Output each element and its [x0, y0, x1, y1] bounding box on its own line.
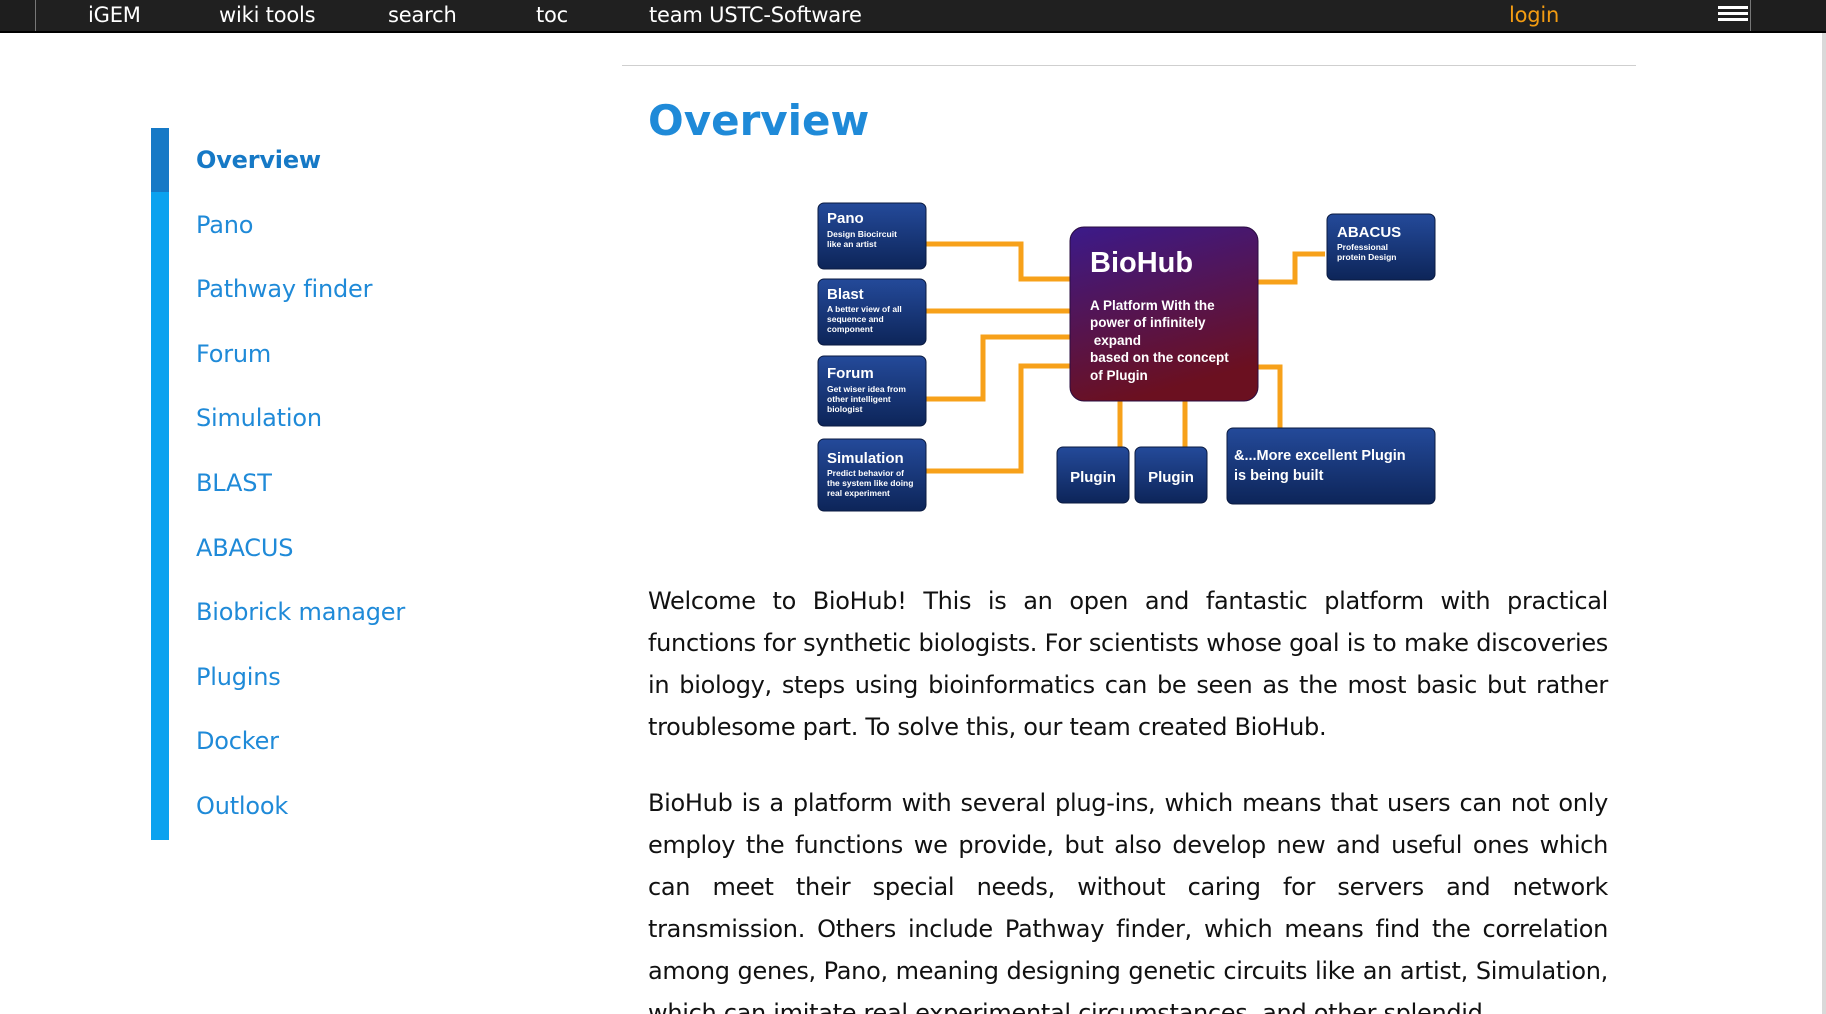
plugin-box-2-label: Plugin: [1148, 469, 1194, 486]
more-plugins-line: is being built: [1234, 468, 1324, 484]
igem-link[interactable]: iGEM: [88, 3, 141, 27]
simulation-box-desc-line: real experiment: [827, 488, 890, 498]
plugin-box-1-label: Plugin: [1070, 469, 1116, 486]
simulation-box-desc-line: Predict behavior of: [827, 468, 904, 478]
connector-lines: [926, 241, 1325, 474]
sidebar-list: Overview Pano Pathway finder Forum Simul…: [196, 128, 405, 839]
abacus-box-title: ABACUS: [1337, 224, 1401, 241]
biohub-center-line: of Plugin: [1090, 368, 1148, 383]
sidebar-item-docker[interactable]: Docker: [196, 727, 279, 756]
pano-box-title: Pano: [827, 210, 864, 227]
more-plugins-line: &...More excellent Plugin: [1234, 448, 1406, 464]
hamburger-menu-icon[interactable]: [1718, 6, 1748, 26]
abacus-box-desc-line: protein Design: [1337, 252, 1397, 262]
blast-box-title: Blast: [827, 286, 864, 303]
sidebar-item-pano[interactable]: Pano: [196, 210, 254, 239]
intro-paragraph-1: Welcome to BioHub! This is an open and f…: [648, 587, 1608, 741]
igem-top-bar: iGEM wiki tools search toc team USTC-Sof…: [0, 0, 1826, 33]
simulation-box: Simulation Predict behavior of the syste…: [817, 438, 927, 512]
pano-box: Pano Design Biocircuit like an artist: [817, 202, 927, 270]
sidebar-item-biobrick-manager[interactable]: Biobrick manager: [196, 598, 405, 627]
sidebar-nav: Overview Pano Pathway finder Forum Simul…: [151, 128, 551, 840]
search-link[interactable]: search: [388, 3, 457, 27]
team-link[interactable]: team USTC-Software: [649, 3, 862, 27]
biohub-center-line: based on the concept: [1090, 350, 1229, 365]
forum-box-desc-line: biologist: [827, 404, 863, 414]
plugin-box-1: Plugin: [1056, 446, 1130, 504]
blast-box-desc-line: component: [827, 324, 873, 334]
more-plugins-box: &...More excellent Plugin is being built: [1226, 427, 1436, 505]
pano-box-desc-line: like an artist: [827, 239, 877, 249]
abacus-box-desc-line: Professional: [1337, 242, 1388, 252]
sidebar-item-forum[interactable]: Forum: [196, 339, 272, 368]
biohub-center-title: BioHub: [1090, 247, 1193, 279]
forum-box-title: Forum: [827, 365, 874, 382]
igem-top-bar-inner: [35, 0, 1751, 31]
simulation-box-desc-line: the system like doing: [827, 478, 913, 488]
blast-box-desc-line: sequence and: [827, 314, 884, 324]
biohub-center-line: power of infinitely: [1090, 315, 1206, 330]
blast-box-desc-line: A better view of all: [827, 304, 902, 314]
sidebar-accent-bar: [151, 128, 169, 840]
simulation-box-title: Simulation: [827, 450, 904, 467]
pano-box-desc-line: Design Biocircuit: [827, 229, 897, 239]
biohub-architecture-diagram: Pano Design Biocircuit like an artist Bl…: [817, 202, 1436, 512]
login-link[interactable]: login: [1509, 3, 1560, 27]
forum-box: Forum Get wiser idea from other intellig…: [817, 355, 927, 427]
forum-box-desc-line: other intelligent: [827, 394, 891, 404]
sidebar-item-abacus[interactable]: ABACUS: [196, 533, 294, 562]
sidebar-active-indicator: [151, 128, 169, 192]
sidebar-item-overview[interactable]: Overview: [196, 146, 321, 174]
page-scrollbar[interactable]: [1822, 33, 1826, 1014]
sidebar-item-blast[interactable]: BLAST: [196, 468, 272, 497]
sidebar-item-outlook[interactable]: Outlook: [196, 791, 289, 820]
content-divider: [622, 65, 1636, 66]
plugin-box-2: Plugin: [1134, 446, 1208, 504]
blast-box: Blast A better view of all sequence and …: [817, 278, 927, 346]
intro-paragraph-2: BioHub is a platform with several plug-i…: [648, 789, 1608, 1014]
forum-box-desc-line: Get wiser idea from: [827, 384, 906, 394]
biohub-center-line: expand: [1090, 333, 1141, 348]
sidebar-item-pathway-finder[interactable]: Pathway finder: [196, 275, 373, 304]
sidebar-item-plugins[interactable]: Plugins: [196, 662, 281, 691]
abacus-box: ABACUS Professional protein Design: [1326, 213, 1436, 281]
page-title: Overview: [648, 96, 870, 145]
wiki-tools-link[interactable]: wiki tools: [219, 3, 316, 27]
sidebar-item-simulation[interactable]: Simulation: [196, 404, 322, 433]
toc-link[interactable]: toc: [536, 3, 569, 27]
biohub-center-line: A Platform With the: [1090, 298, 1215, 313]
biohub-center-box: BioHub A Platform With the power of infi…: [1069, 226, 1259, 402]
